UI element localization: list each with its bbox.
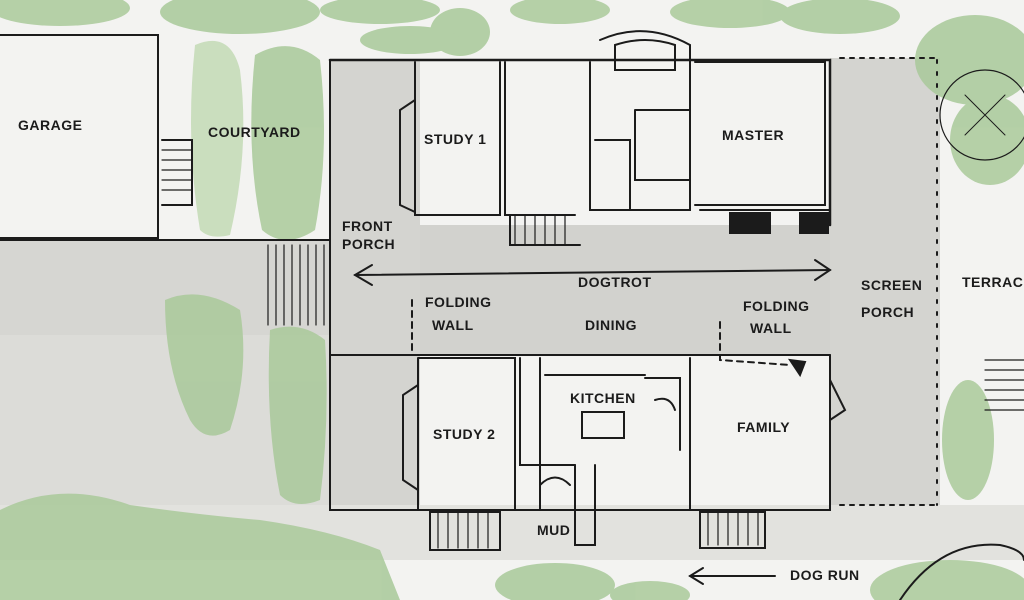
label-master: MASTER — [722, 127, 785, 143]
label-folding-wall-left-line-2: WALL — [432, 317, 474, 333]
label-dogtrot: DOGTROT — [578, 274, 652, 290]
front-porch-wash — [330, 60, 420, 510]
dogtrot-wash — [420, 225, 840, 355]
label-screen-porch-line-1: SCREEN — [861, 277, 923, 293]
label-dining: DINING — [585, 317, 637, 333]
label-folding-wall-left-line-1: FOLDING — [425, 294, 492, 310]
label-dog-run: DOG RUN — [790, 567, 860, 583]
label-garage: GARAGE — [18, 117, 83, 133]
label-screen-porch-line-2: PORCH — [861, 304, 915, 320]
label-study-2: STUDY 2 — [433, 426, 496, 442]
label-folding-wall-right-line-2: WALL — [750, 320, 792, 336]
label-terrace: TERRAC — [962, 274, 1024, 290]
label-study-1: STUDY 1 — [424, 131, 487, 147]
label-family: FAMILY — [737, 419, 791, 435]
label-front-porch-line-1: FRONT — [342, 218, 393, 234]
ink-walls — [0, 30, 1024, 600]
label-kitchen: KITCHEN — [570, 390, 636, 406]
label-folding-wall-right-line-1: FOLDING — [743, 298, 810, 314]
label-courtyard: COURTYARD — [208, 124, 301, 140]
label-front-porch-line-2: PORCH — [342, 236, 396, 252]
label-mud: MUD — [537, 522, 571, 538]
screen-porch-wash — [830, 58, 940, 508]
